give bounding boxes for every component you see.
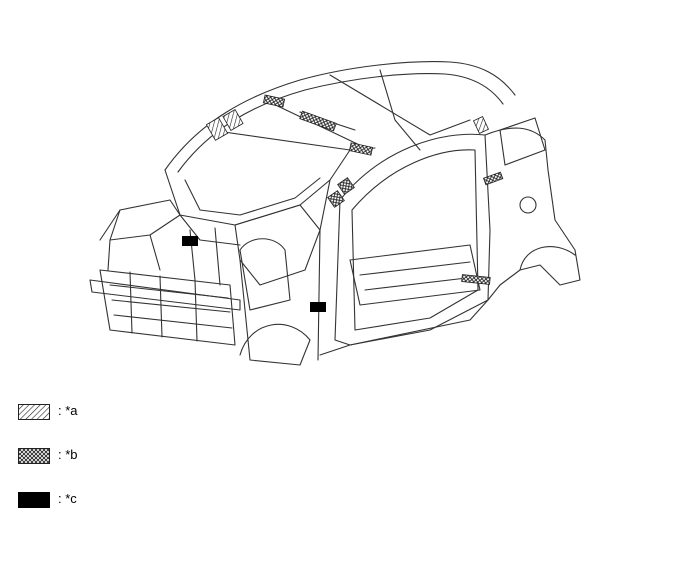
rocker-panel: [319, 299, 489, 356]
radiator-support: [99, 269, 236, 346]
strut-tower: [239, 238, 291, 311]
patch-a-3: [472, 116, 490, 134]
fuel-filler-ring: [519, 196, 537, 214]
patch-b-1: [262, 94, 286, 108]
legend-item-a: : *a: [18, 402, 218, 426]
windshield-frame: [164, 149, 351, 226]
patch-a-1: [205, 117, 229, 141]
windshield-inner: [184, 177, 321, 216]
cowl: [179, 214, 241, 246]
legend-item-c: : *c: [18, 490, 218, 514]
rear-window: [499, 117, 546, 166]
patch-a-2: [222, 109, 244, 131]
patch-b-6: [483, 171, 504, 186]
rear-wheel-arch: [519, 246, 576, 271]
roof-inner: [177, 73, 504, 173]
crosshatch-swatch: [18, 448, 50, 464]
diagonal-hatch-swatch: [18, 404, 50, 420]
patch-c-2: [310, 302, 326, 312]
car-body-frame-diagram: [89, 61, 581, 366]
door-opening: [334, 133, 491, 346]
patch-b-5: [327, 190, 345, 208]
bumper-reinforcement: [89, 279, 241, 311]
roof-rail-right: [329, 74, 471, 136]
roof-bow-rear: [379, 69, 421, 151]
roof-outline: [164, 61, 516, 171]
patch-b-4: [337, 177, 355, 195]
floor-ribs: [359, 261, 476, 291]
solid-black-swatch: [18, 492, 50, 508]
legend-label-b: : *b: [58, 447, 78, 462]
floor-pan: [349, 244, 481, 306]
front-apron-right: [234, 204, 321, 286]
legend-item-b: : *b: [18, 446, 218, 470]
front-wheel-arch: [239, 323, 311, 356]
legend-label-a: : *a: [58, 403, 78, 418]
rear-quarter: [484, 127, 581, 301]
front-apron-left: [109, 199, 181, 241]
patch-b-7: [461, 274, 491, 285]
patch-c-1: [182, 236, 198, 246]
radiator-support-posts: [129, 271, 198, 342]
patch-b-3: [348, 142, 374, 156]
door-opening-inner: [351, 149, 479, 331]
legend-label-c: : *c: [58, 491, 77, 506]
a-pillar: [317, 179, 331, 361]
patch-b-2: [299, 110, 337, 132]
front-frame-rail: [99, 209, 311, 366]
